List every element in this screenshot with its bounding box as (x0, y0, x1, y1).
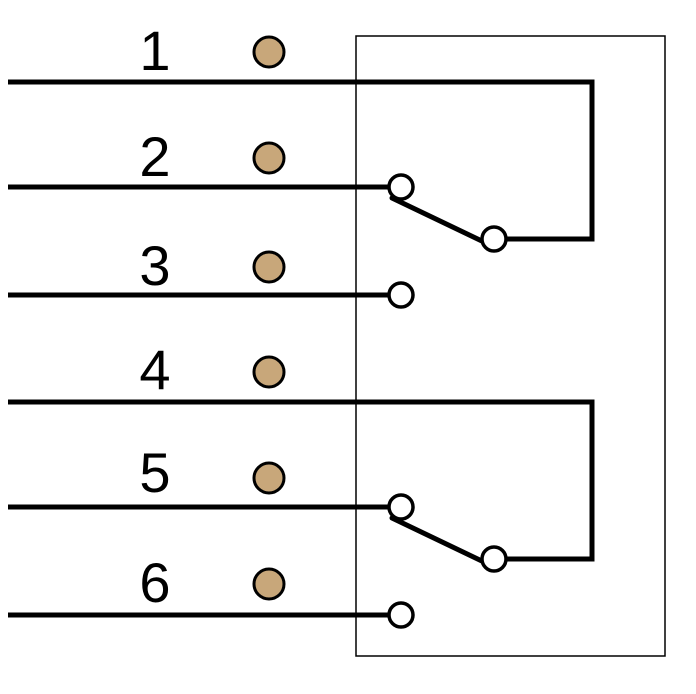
contact-upper-3 (387, 281, 415, 309)
pin-label-3: 3 (139, 234, 170, 297)
pin-label-6: 6 (139, 551, 170, 614)
contact-lower-6 (387, 601, 415, 629)
wire-pin-4-common (8, 399, 595, 562)
wire-pin-1-common (8, 79, 595, 242)
pin-label-2: 2 (139, 125, 170, 188)
pin-dot-3 (252, 250, 286, 284)
pin-dot-4 (252, 355, 286, 389)
pin-dot-6 (252, 567, 286, 601)
pin-dot-2 (252, 141, 286, 175)
switch-enclosure (355, 35, 666, 657)
contact-upper-2 (387, 173, 415, 201)
pin-label-1: 1 (139, 19, 170, 82)
pin-label-5: 5 (139, 441, 170, 504)
switch-arm-lower (389, 515, 489, 566)
contact-upper-common (480, 225, 508, 253)
switch-arm-upper (389, 195, 489, 246)
pin-label-4: 4 (139, 338, 170, 401)
contact-lower-common (480, 545, 508, 573)
contact-lower-5 (387, 493, 415, 521)
pin-dot-5 (252, 461, 286, 495)
pin-dot-1 (252, 35, 286, 69)
